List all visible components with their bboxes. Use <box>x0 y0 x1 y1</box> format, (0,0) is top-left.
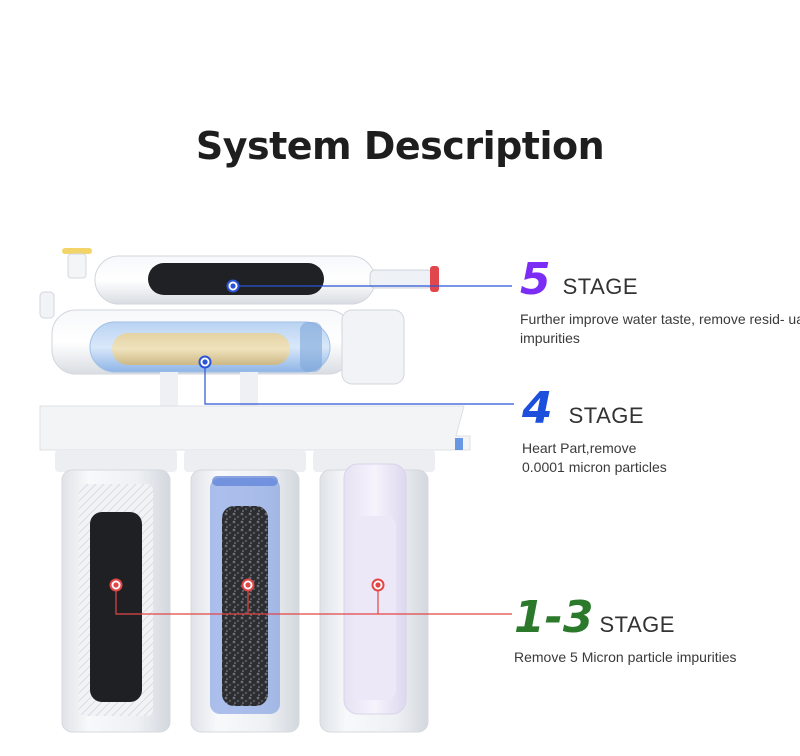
stage-5-heading: 5 STAGE <box>520 258 800 302</box>
stage-5-number: 5 <box>520 254 551 305</box>
stage-4-description-line-2: 0.0001 micron particles <box>522 459 667 475</box>
stage-4-label: STAGE <box>568 403 645 428</box>
housing-stage-3 <box>313 450 435 733</box>
top-post-filter-tube <box>62 248 439 305</box>
stage-4-description: Heart Part,remove 0.0001 micron particle… <box>522 439 667 477</box>
stage-5-callout: 5 STAGE Further improve water taste, rem… <box>520 258 800 348</box>
stage-5-description: Further improve water taste, remove resi… <box>520 311 800 346</box>
stage-1-3-number: 1-3 <box>514 592 594 643</box>
leader-lines-stage-1-3 <box>109 578 512 615</box>
mounting-base-plate <box>39 372 471 451</box>
page-title: System Description <box>195 124 605 168</box>
leader-line-stage-5 <box>226 279 512 293</box>
leader-line-stage-4 <box>198 355 514 405</box>
stage-4-description-line-1: Heart Part,remove <box>522 440 637 456</box>
stage-4-number: 4 <box>522 383 553 434</box>
housing-stage-2 <box>184 450 306 733</box>
membrane-filter-tube <box>39 291 405 385</box>
stage-1-3-callout: 1-3 STAGE Remove 5 Micron particle impur… <box>514 596 737 667</box>
stage-1-3-heading: 1-3 STAGE <box>514 596 737 640</box>
stage-1-3-label: STAGE <box>599 612 675 637</box>
stage-4-callout: 4 STAGE Heart Part,remove 0.0001 micron … <box>522 387 667 477</box>
stage-4-heading: 4 STAGE <box>522 387 667 431</box>
stage-1-3-description: Remove 5 Micron particle impurities <box>514 649 737 665</box>
stage-5-label: STAGE <box>562 274 639 299</box>
